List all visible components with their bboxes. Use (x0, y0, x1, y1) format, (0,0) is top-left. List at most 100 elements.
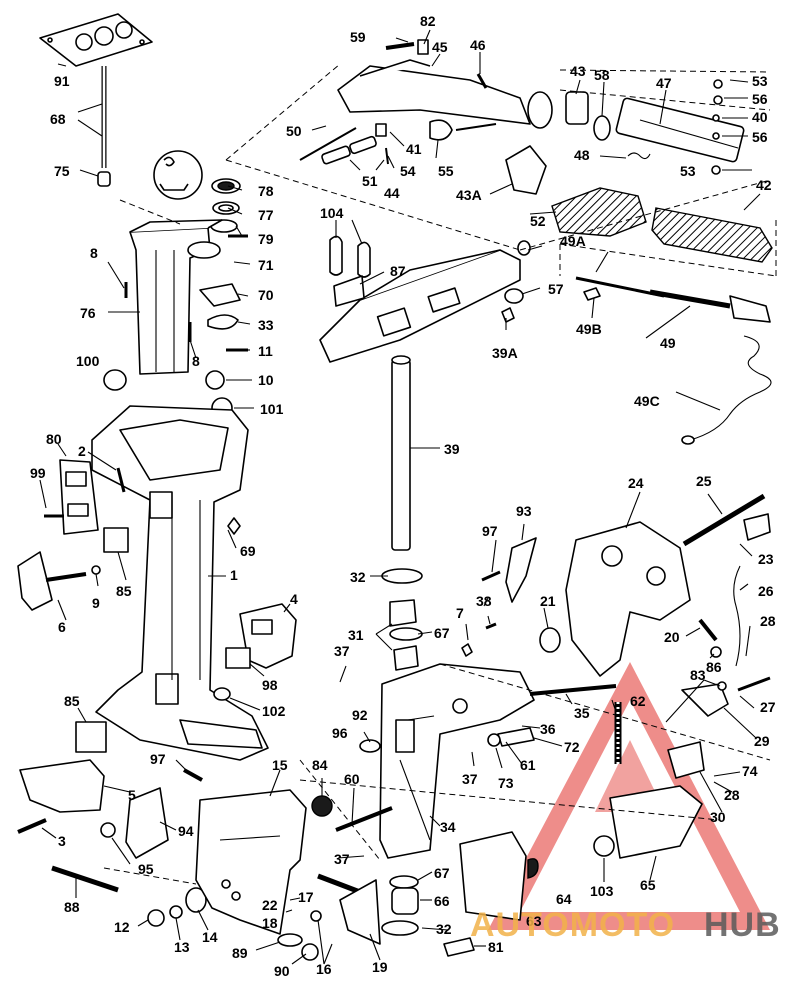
automotohub-logo: AUTOMOTO HUB (470, 906, 780, 944)
callout-31: 31 (348, 627, 364, 643)
callout-68: 68 (50, 111, 66, 127)
callout-20: 20 (664, 629, 680, 645)
callout-11: 11 (258, 343, 273, 359)
cap-75 (97, 171, 111, 187)
callout-labels: 91 68 75 78 77 79 8 71 70 76 33 8 11 100… (30, 13, 776, 979)
callout-43: 43 (570, 63, 586, 79)
callout-64: 64 (556, 891, 572, 907)
callout-6: 6 (58, 619, 66, 635)
callout-19: 19 (372, 959, 388, 975)
tilt-lever-19 (317, 873, 381, 945)
pin-46 (476, 73, 488, 89)
callout-36: 36 (540, 721, 556, 737)
spring-clip-104 (329, 235, 343, 276)
control-43A (505, 145, 547, 195)
callout-2: 2 (78, 443, 86, 459)
callout-63: 63 (526, 913, 542, 929)
bushing-31 (389, 599, 417, 627)
cable-assembly (299, 119, 497, 165)
callout-56-upper: 56 (752, 91, 768, 107)
throttle-shaft-47 (615, 97, 745, 163)
callout-94: 94 (178, 823, 194, 839)
pin-40 (712, 114, 720, 122)
callout-85-upper: 85 (116, 583, 132, 599)
callout-77: 77 (258, 207, 274, 223)
spring-26 (733, 565, 741, 667)
callout-69: 69 (240, 543, 256, 559)
callout-67-upper: 67 (434, 625, 450, 641)
lever-6 (17, 551, 53, 611)
spring-20 (698, 618, 718, 642)
assembly-guide-lines (103, 63, 777, 885)
clip-49B (583, 287, 601, 301)
callout-54: 54 (400, 163, 416, 179)
nut-53 (713, 79, 723, 89)
callout-1: 1 (230, 567, 238, 583)
washer-89 (277, 933, 303, 947)
callout-17: 17 (298, 889, 314, 905)
washer-103 (593, 835, 615, 857)
callout-28-upper: 28 (760, 613, 776, 629)
callout-71: 71 (258, 257, 274, 273)
clip-23 (743, 513, 771, 541)
callout-53-upper: 53 (752, 73, 768, 89)
bolt-25 (682, 493, 766, 547)
callout-37-mid: 37 (462, 771, 478, 787)
callout-37-upper: 37 (334, 643, 350, 659)
callout-85-lower: 85 (64, 693, 80, 709)
rod-35 (529, 684, 617, 696)
bushing-66 (391, 887, 419, 915)
callout-32-lower: 32 (436, 921, 452, 937)
bolt-3 (17, 818, 47, 834)
callout-29: 29 (754, 733, 770, 749)
callout-76: 76 (80, 305, 96, 321)
callout-49: 49 (660, 335, 676, 351)
bracket-94 (125, 787, 169, 859)
oring-67 (389, 627, 423, 641)
washer-56b (712, 132, 720, 140)
callout-49B: 49B (576, 321, 602, 337)
callout-53-lower: 53 (680, 163, 696, 179)
callout-52: 52 (530, 213, 546, 229)
sleeve-43b (565, 91, 589, 125)
bolt-97-lower (183, 768, 203, 782)
callout-87: 87 (390, 263, 406, 279)
callout-18: 18 (262, 915, 278, 931)
clip-82 (417, 39, 429, 55)
callout-23: 23 (758, 551, 774, 567)
callout-5: 5 (128, 787, 136, 803)
link-72 (497, 727, 535, 747)
midsection-housing-1 (91, 405, 269, 761)
callout-57: 57 (548, 281, 564, 297)
callout-88: 88 (64, 899, 80, 915)
bolt-59 (385, 42, 415, 50)
bushing-32-lower (381, 920, 419, 936)
callout-32-upper: 32 (350, 569, 366, 585)
washer-83 (717, 681, 727, 691)
bracket-70 (199, 283, 241, 307)
callout-99: 99 (30, 465, 46, 481)
callout-86: 86 (706, 659, 722, 675)
callout-41: 41 (406, 141, 422, 157)
callout-46: 46 (470, 37, 486, 53)
side-panel-80 (59, 459, 99, 535)
nut-73 (487, 733, 501, 747)
washer-56 (713, 95, 723, 105)
callout-15: 15 (272, 757, 288, 773)
gasket-91 (39, 13, 153, 67)
washer-90 (301, 943, 319, 961)
callout-97-lower: 97 (150, 751, 166, 767)
callout-58: 58 (594, 67, 610, 83)
callout-62: 62 (630, 693, 646, 709)
callout-42: 42 (756, 177, 772, 193)
callout-38: 38 (476, 593, 492, 609)
pin-96 (359, 739, 381, 753)
callout-35: 35 (574, 705, 590, 721)
callout-39: 39 (444, 441, 460, 457)
grip-52 (551, 187, 647, 237)
callout-14: 14 (202, 929, 218, 945)
screw-39A (501, 307, 515, 323)
callout-70: 70 (258, 287, 274, 303)
callout-43A: 43A (456, 187, 482, 203)
grip-42 (651, 207, 773, 263)
